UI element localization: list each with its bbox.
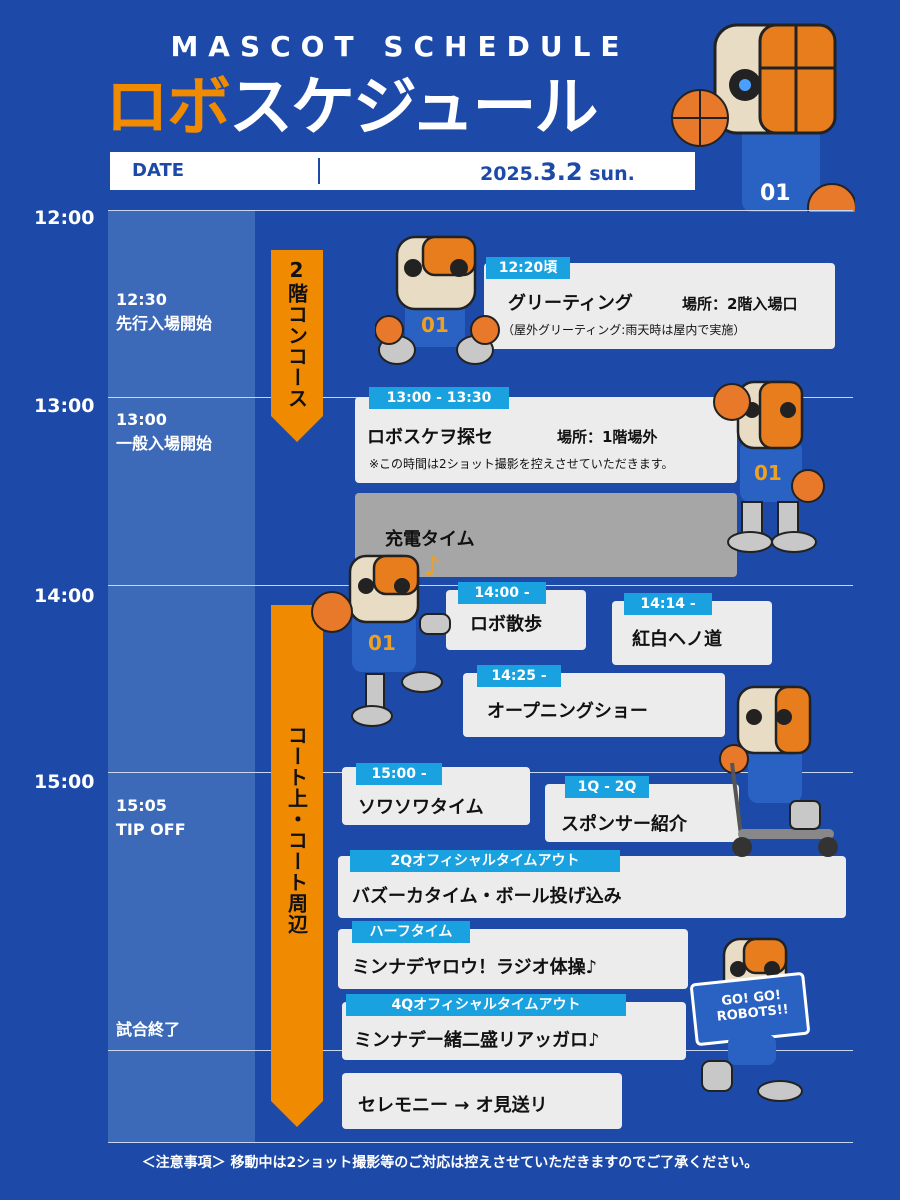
svg-text:01: 01 bbox=[421, 313, 449, 337]
robot-sitting-icon: 01 bbox=[374, 232, 500, 370]
svg-text:01: 01 bbox=[760, 181, 791, 206]
time-tag: 14:14 - bbox=[624, 593, 712, 615]
item-title: オープニングショー bbox=[487, 701, 648, 722]
time-tag: 12:20頃 bbox=[486, 257, 570, 279]
item-title: ソワソワタイム bbox=[358, 797, 484, 818]
item-title: バズーカタイム・ボール投げ込み bbox=[352, 886, 622, 907]
hour-line-1200 bbox=[108, 210, 853, 211]
date-value: 2025.3.2 sun. bbox=[480, 158, 635, 186]
item-title: スポンサー紹介 bbox=[561, 814, 687, 835]
schedule-item-kohaku: 14:14 - 紅白ヘノ道 bbox=[612, 593, 772, 665]
item-title: 紅白ヘノ道 bbox=[632, 629, 722, 650]
left-column bbox=[108, 210, 255, 1142]
time-tag: 13:00 - 13:30 bbox=[369, 387, 509, 409]
music-note-icon: ♪ bbox=[424, 552, 441, 582]
area-arrow-court: コート上・コート周辺 bbox=[271, 605, 323, 1127]
time-tag: 15:00 - bbox=[356, 763, 442, 785]
svg-text:01: 01 bbox=[368, 631, 396, 655]
header-robot-icon: 01 bbox=[660, 20, 857, 233]
title-white: スケジュール bbox=[229, 71, 599, 145]
page-title: ロボスケジュール bbox=[105, 70, 599, 146]
date-label: DATE bbox=[132, 160, 185, 181]
robot-sign-icon: GO! GO! ROBOTS!! bbox=[688, 935, 818, 1105]
schedule-item-charge: 充電タイム bbox=[355, 493, 737, 577]
time-tag: 1Q - 2Q bbox=[565, 776, 649, 798]
left-event: 試合終了 bbox=[116, 1020, 181, 1039]
title-orange: ロボ bbox=[105, 71, 231, 145]
robot-scooter-icon bbox=[718, 683, 844, 861]
item-title: ロボスケヲ探セ bbox=[367, 427, 493, 448]
item-location: 場所：2階入場口 bbox=[682, 295, 798, 313]
time-label: 14:00 bbox=[34, 585, 95, 607]
schedule-item-ceremony: セレモニー → オ見送リ bbox=[342, 1073, 622, 1129]
item-title: セレモニー → オ見送リ bbox=[358, 1095, 548, 1116]
header-subtitle: MASCOT SCHEDULE bbox=[170, 30, 630, 63]
robot-walking-icon: 01 bbox=[310, 552, 458, 730]
time-tag: 4Qオフィシャルタイムアウト bbox=[346, 994, 626, 1016]
area-arrow-concourse: 2階コンコース bbox=[271, 250, 323, 442]
schedule-item-walk: 14:00 - ロボ散歩 bbox=[446, 582, 586, 650]
area-label: 2階コンコース bbox=[284, 258, 309, 409]
time-label: 12:00 bbox=[34, 207, 95, 229]
schedule-item-taiso: ハーフタイム ミンナデヤロウ！ラジオ体操♪ bbox=[338, 921, 688, 989]
area-label: コート上・コート周辺 bbox=[284, 725, 309, 935]
item-title: ミンナデー緒二盛リアッガロ♪ bbox=[354, 1030, 600, 1051]
time-tag: 14:00 - bbox=[458, 582, 546, 604]
svg-text:01: 01 bbox=[754, 461, 782, 485]
schedule-item-greeting: 12:20頃 グリーティング 場所：2階入場口 （屋外グリーティング:雨天時は屋… bbox=[484, 257, 835, 349]
item-title: ミンナデヤロウ！ラジオ体操♪ bbox=[352, 957, 598, 978]
time-label: 15:00 bbox=[34, 771, 95, 793]
schedule-item-bazooka: 2Qオフィシャルタイムアウト バズーカタイム・ボール投げ込み bbox=[338, 850, 846, 918]
time-tag: 14:25 - bbox=[477, 665, 561, 687]
date-bar: DATE 2025.3.2 sun. bbox=[110, 152, 695, 190]
schedule-item-sowasowa: 15:00 - ソワソワタイム bbox=[342, 763, 530, 825]
item-title: ロボ散歩 bbox=[470, 614, 542, 635]
schedule-item-moriagaro: 4Qオフィシャルタイムアウト ミンナデー緒二盛リアッガロ♪ bbox=[342, 994, 686, 1060]
item-title: 充電タイム bbox=[385, 529, 475, 550]
item-note: （屋外グリーティング:雨天時は屋内で実施） bbox=[502, 323, 746, 337]
item-note: ※この時間は2ショット撮影を控えさせていただきます。 bbox=[369, 457, 674, 471]
footer-note: ＜注意事項＞ 移動中は2ショット撮影等のご対応は控えさせていただきますのでご了承… bbox=[141, 1155, 759, 1171]
time-label: 13:00 bbox=[34, 395, 95, 417]
time-tag: ハーフタイム bbox=[352, 921, 470, 943]
date-separator bbox=[318, 158, 320, 184]
item-title: グリーティング bbox=[508, 293, 633, 314]
time-tag: 2Qオフィシャルタイムアウト bbox=[350, 850, 620, 872]
bottom-line bbox=[108, 1142, 853, 1143]
schedule-item-search: 13:00 - 13:30 ロボスケヲ探セ 場所：1階場外 ※この時間は2ショッ… bbox=[355, 387, 737, 483]
schedule-item-opening: 14:25 - オープニングショー bbox=[463, 665, 725, 737]
item-location: 場所：1階場外 bbox=[557, 428, 658, 446]
robot-waving-icon: 01 bbox=[712, 378, 827, 558]
schedule-item-sponsor: 1Q - 2Q スポンサー紹介 bbox=[545, 776, 739, 842]
